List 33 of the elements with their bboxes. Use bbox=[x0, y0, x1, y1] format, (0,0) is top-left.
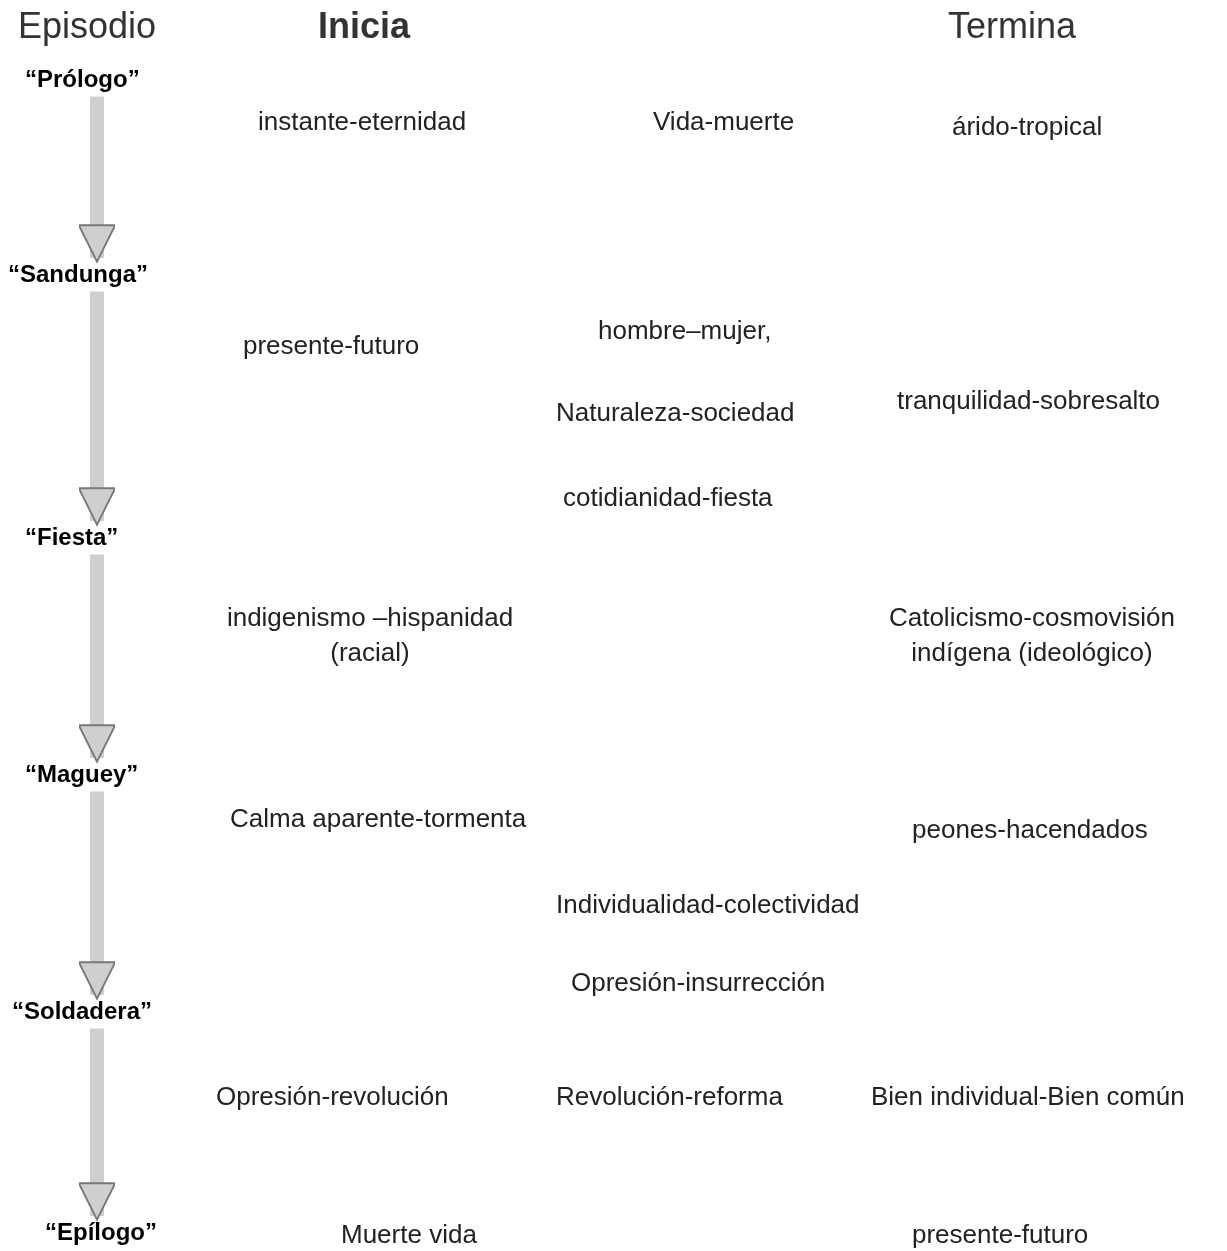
down-arrow bbox=[77, 291, 117, 526]
opposition-pair: Opresión-revolución bbox=[216, 1080, 449, 1113]
opposition-pair: Vida-muerte bbox=[653, 105, 795, 138]
down-arrow bbox=[77, 96, 117, 263]
episode-label: “Fiesta” bbox=[25, 523, 119, 551]
opposition-pair: cotidianidad-fiesta bbox=[563, 481, 773, 514]
opposition-pair: Bien individual-Bien común bbox=[871, 1080, 1185, 1113]
down-arrow bbox=[77, 554, 117, 763]
opposition-pair: presente-futuro bbox=[912, 1218, 1089, 1251]
opposition-pair: presente-futuro bbox=[243, 329, 420, 362]
down-arrow bbox=[77, 1028, 117, 1221]
opposition-pair: Catolicismo-cosmovisión indígena (ideológico) bbox=[887, 601, 1177, 670]
episode-label: “Sandunga” bbox=[8, 260, 148, 288]
column-header: Termina bbox=[948, 4, 1077, 48]
opposition-pair: Opresión-insurrección bbox=[571, 966, 826, 999]
opposition-pair: Muerte vida bbox=[341, 1218, 477, 1251]
episode-label: “Epílogo” bbox=[45, 1218, 157, 1246]
down-arrow bbox=[77, 791, 117, 1000]
episode-label: “Maguey” bbox=[25, 760, 139, 788]
episode-label: “Prólogo” bbox=[25, 65, 140, 93]
opposition-pair: Naturaleza-sociedad bbox=[556, 396, 795, 429]
opposition-pair: instante-eternidad bbox=[258, 105, 467, 138]
opposition-pair: tranquilidad-sobresalto bbox=[897, 384, 1161, 417]
episode-label: “Soldadera” bbox=[12, 997, 153, 1025]
opposition-pair: árido-tropical bbox=[952, 110, 1103, 143]
opposition-pair: peones-hacendados bbox=[912, 813, 1148, 846]
column-header: Episodio bbox=[18, 4, 157, 48]
column-header: Inicia bbox=[318, 4, 411, 48]
opposition-pair: Individualidad-colectividad bbox=[556, 888, 860, 921]
opposition-pair: Calma aparente-tormenta bbox=[230, 802, 527, 835]
opposition-pair: indigenismo –hispanidad (racial) bbox=[225, 601, 515, 670]
opposition-pair: hombre–mujer, bbox=[598, 314, 772, 347]
opposition-pair: Revolución-reforma bbox=[556, 1080, 783, 1113]
